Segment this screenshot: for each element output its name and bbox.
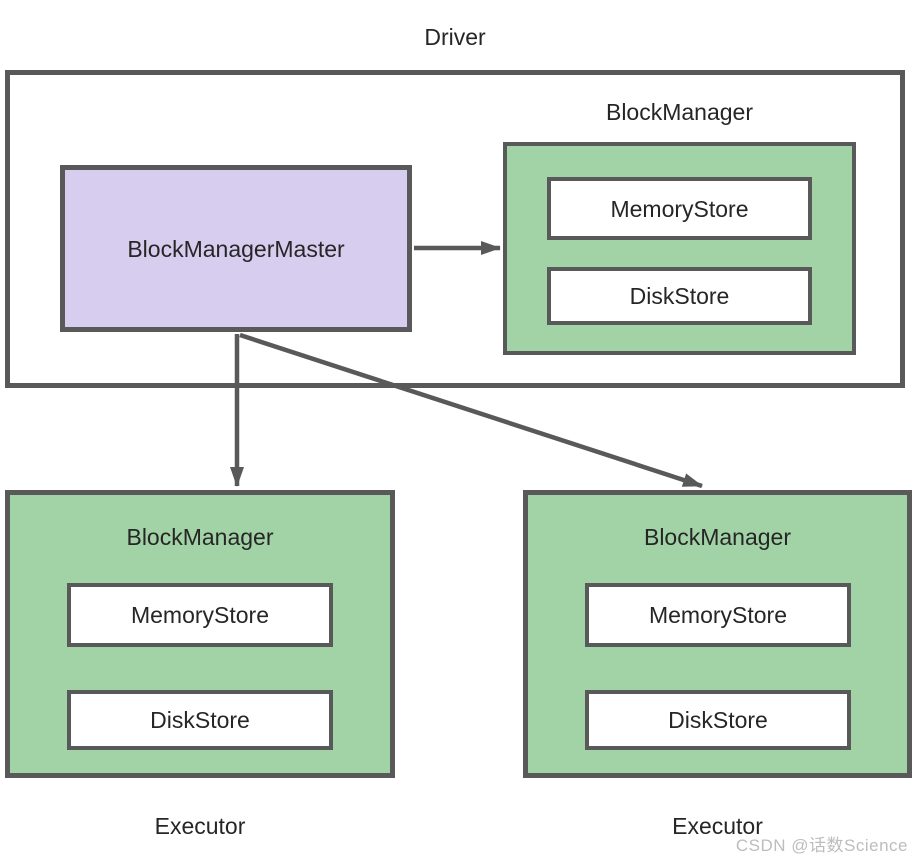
executor2-memory-store-box: MemoryStore — [585, 583, 851, 647]
driver-disk-store-label: DiskStore — [629, 283, 730, 309]
executor2-label: Executor — [672, 813, 763, 839]
executor2-disk-store-box: DiskStore — [585, 690, 851, 750]
executor1-memory-store-label: MemoryStore — [130, 602, 270, 628]
driver-label: Driver — [424, 24, 486, 50]
watermark-text: CSDN @话数Science — [735, 836, 908, 855]
executor1-block-manager-title: BlockManager — [126, 524, 274, 550]
executor1-memory-store-box: MemoryStore — [67, 583, 333, 647]
driver-block-manager-box: MemoryStore DiskStore — [503, 142, 856, 355]
executor2-memory-store-label: MemoryStore — [648, 602, 788, 628]
executor2-block-manager-title: BlockManager — [643, 524, 792, 550]
driver-memory-store-label: MemoryStore — [610, 195, 749, 222]
executor1-disk-store-box: DiskStore — [67, 690, 333, 750]
driver-container-box: BlockManagerMaster BlockManager MemorySt… — [5, 70, 905, 388]
executor2-block-manager-box: BlockManager MemoryStore DiskStore — [523, 490, 912, 778]
executor1-label: Executor — [154, 813, 246, 839]
driver-disk-store-box: DiskStore — [547, 267, 812, 325]
driver-memory-store-box: MemoryStore — [547, 177, 812, 240]
block-manager-master-label: BlockManagerMaster — [127, 235, 345, 262]
driver-block-manager-label: BlockManager — [605, 99, 754, 125]
executor2-disk-store-label: DiskStore — [668, 707, 768, 733]
executor1-block-manager-box: BlockManager MemoryStore DiskStore — [5, 490, 395, 778]
block-manager-master-box: BlockManagerMaster — [60, 165, 412, 332]
executor1-disk-store-label: DiskStore — [150, 707, 250, 733]
